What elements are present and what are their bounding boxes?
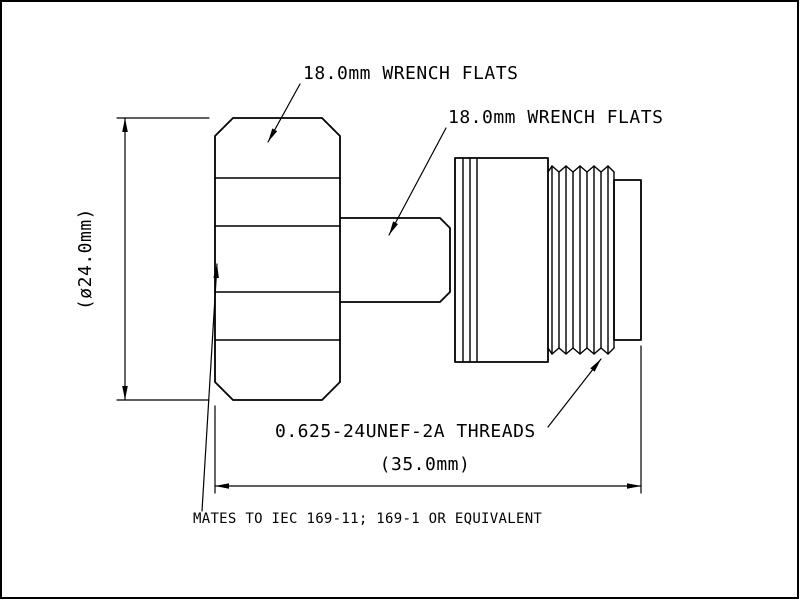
connector-body [454, 157, 549, 363]
mates-note-label: MATES TO IEC 169-11; 169-1 OR EQUIVALENT [193, 511, 542, 527]
thread-top-profile [547, 165, 615, 173]
diameter-label: (ø24.0mm) [75, 208, 96, 310]
body-outline [454, 157, 549, 363]
leader-wrench-flats-top [267, 83, 301, 143]
end-cap [613, 179, 642, 341]
thread-bottom-profile [547, 347, 615, 355]
length-label: (35.0mm) [380, 454, 471, 475]
mid-section-outline [339, 217, 451, 303]
diameter-dimension: (ø24.0mm) [75, 117, 210, 401]
leader-lines [201, 83, 602, 512]
threads-label: 0.625-24UNEF-2A THREADS [275, 421, 536, 442]
mid-hex-section [339, 217, 451, 303]
leader-wrench-flats-mid [388, 127, 447, 236]
annotations: 18.0mm WRENCH FLATS 18.0mm WRENCH FLATS … [193, 63, 663, 527]
leader-mates-note [201, 263, 219, 512]
length-dimension: (35.0mm) [214, 345, 642, 494]
hex-outline [214, 117, 341, 401]
thread-section [547, 165, 615, 355]
end-cap-outline [613, 179, 642, 341]
hex-coupling-nut [214, 117, 341, 401]
wrench-flats-mid-label: 18.0mm WRENCH FLATS [448, 107, 663, 128]
wrench-flats-top-label: 18.0mm WRENCH FLATS [303, 63, 518, 84]
leader-threads [547, 358, 602, 428]
